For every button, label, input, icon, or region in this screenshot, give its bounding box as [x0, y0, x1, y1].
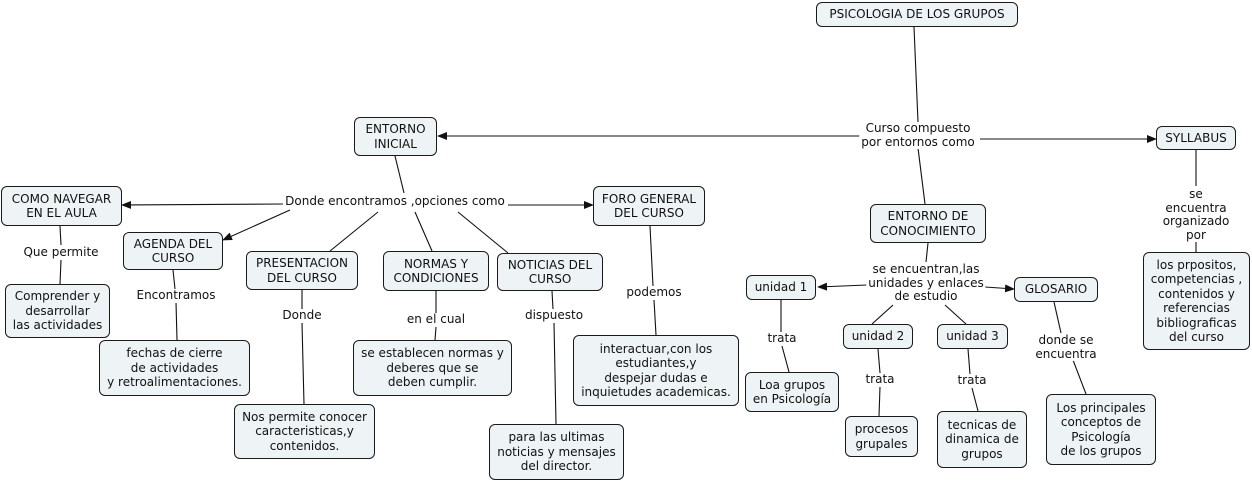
node-comprender-actividades[interactable]: Comprender y desarrollar las actividades — [5, 284, 110, 338]
node-unidad-2[interactable]: unidad 2 — [843, 324, 913, 349]
node-nos-permite-conocer[interactable]: Nos permite conocer caracteristicas,y co… — [234, 404, 375, 459]
link-label-trata-unidad-3: trata — [955, 373, 989, 388]
node-unidad-1[interactable]: unidad 1 — [746, 275, 816, 300]
node-presentacion-del-curso[interactable]: PRESENTACION DEL CURSO — [246, 251, 358, 290]
node-interactuar-estudiantes[interactable]: interactuar,con los estudiantes,y despej… — [573, 335, 739, 406]
node-como-navegar-en-el-aula[interactable]: COMO NAVEGAR EN EL AULA — [1, 186, 122, 226]
node-syllabus[interactable]: SYLLABUS — [1156, 126, 1236, 150]
node-noticias-del-curso[interactable]: NOTICIAS DEL CURSO — [497, 253, 603, 291]
node-fechas-de-cierre[interactable]: fechas de cierre de actividades y retroa… — [99, 340, 250, 396]
link-label-curso-compuesto: Curso compuesto por entornos como — [859, 121, 977, 149]
link-label-trata-unidad-1: trata — [765, 331, 799, 346]
link-label-donde-encontramos: Donde encontramos ,opciones como — [283, 194, 507, 209]
node-psicologia-de-los-grupos[interactable]: PSICOLOGIA DE LOS GRUPOS — [816, 2, 1018, 27]
node-para-las-ultimas-noticias[interactable]: para las ultimas noticias y mensajes del… — [489, 424, 624, 480]
link-label-podemos: podemos — [624, 285, 684, 300]
node-principales-conceptos[interactable]: Los principales conceptos de Psicología … — [1046, 394, 1156, 465]
node-unidad-3[interactable]: unidad 3 — [937, 324, 1008, 349]
node-se-establecen-normas[interactable]: se establecen normas y deberes que se de… — [353, 340, 512, 396]
node-agenda-del-curso[interactable]: AGENDA DEL CURSO — [123, 232, 223, 270]
link-label-en-el-cual: en el cual — [404, 312, 468, 327]
node-loa-grupos-en-psicologia[interactable]: Loa grupos en Psicología — [745, 372, 839, 412]
link-label-encontramos: Encontramos — [134, 288, 218, 303]
link-label-trata-unidad-2: trata — [863, 372, 897, 387]
link-label-se-encuentra-organizado: se encuentra organizado por — [1160, 187, 1232, 242]
link-label-que-permite: Que permite — [21, 245, 101, 260]
link-label-dispuesto: dispuesto — [522, 308, 586, 323]
node-glosario[interactable]: GLOSARIO — [1014, 277, 1098, 302]
node-foro-general-del-curso[interactable]: FORO GENERAL DEL CURSO — [593, 186, 705, 226]
link-label-donde-se-encuentra: donde se encuentra — [1033, 333, 1099, 361]
node-entorno-inicial[interactable]: ENTORNO INICIAL — [354, 117, 437, 156]
node-normas-y-condiciones[interactable]: NORMAS Y CONDICIONES — [383, 251, 489, 291]
link-label-se-encuentran: se encuentran,las unidades y enlaces de … — [866, 262, 986, 304]
link-label-donde: Donde — [280, 308, 324, 323]
node-entorno-de-conocimiento[interactable]: ENTORNO DE CONOCIMIENTO — [870, 204, 986, 243]
node-prpositos-competencias[interactable]: los prpositos, competencias , contenidos… — [1143, 252, 1250, 350]
node-procesos-grupales[interactable]: procesos grupales — [845, 416, 918, 457]
node-tecnicas-de-dinamica[interactable]: tecnicas de dinamica de grupos — [937, 411, 1027, 468]
